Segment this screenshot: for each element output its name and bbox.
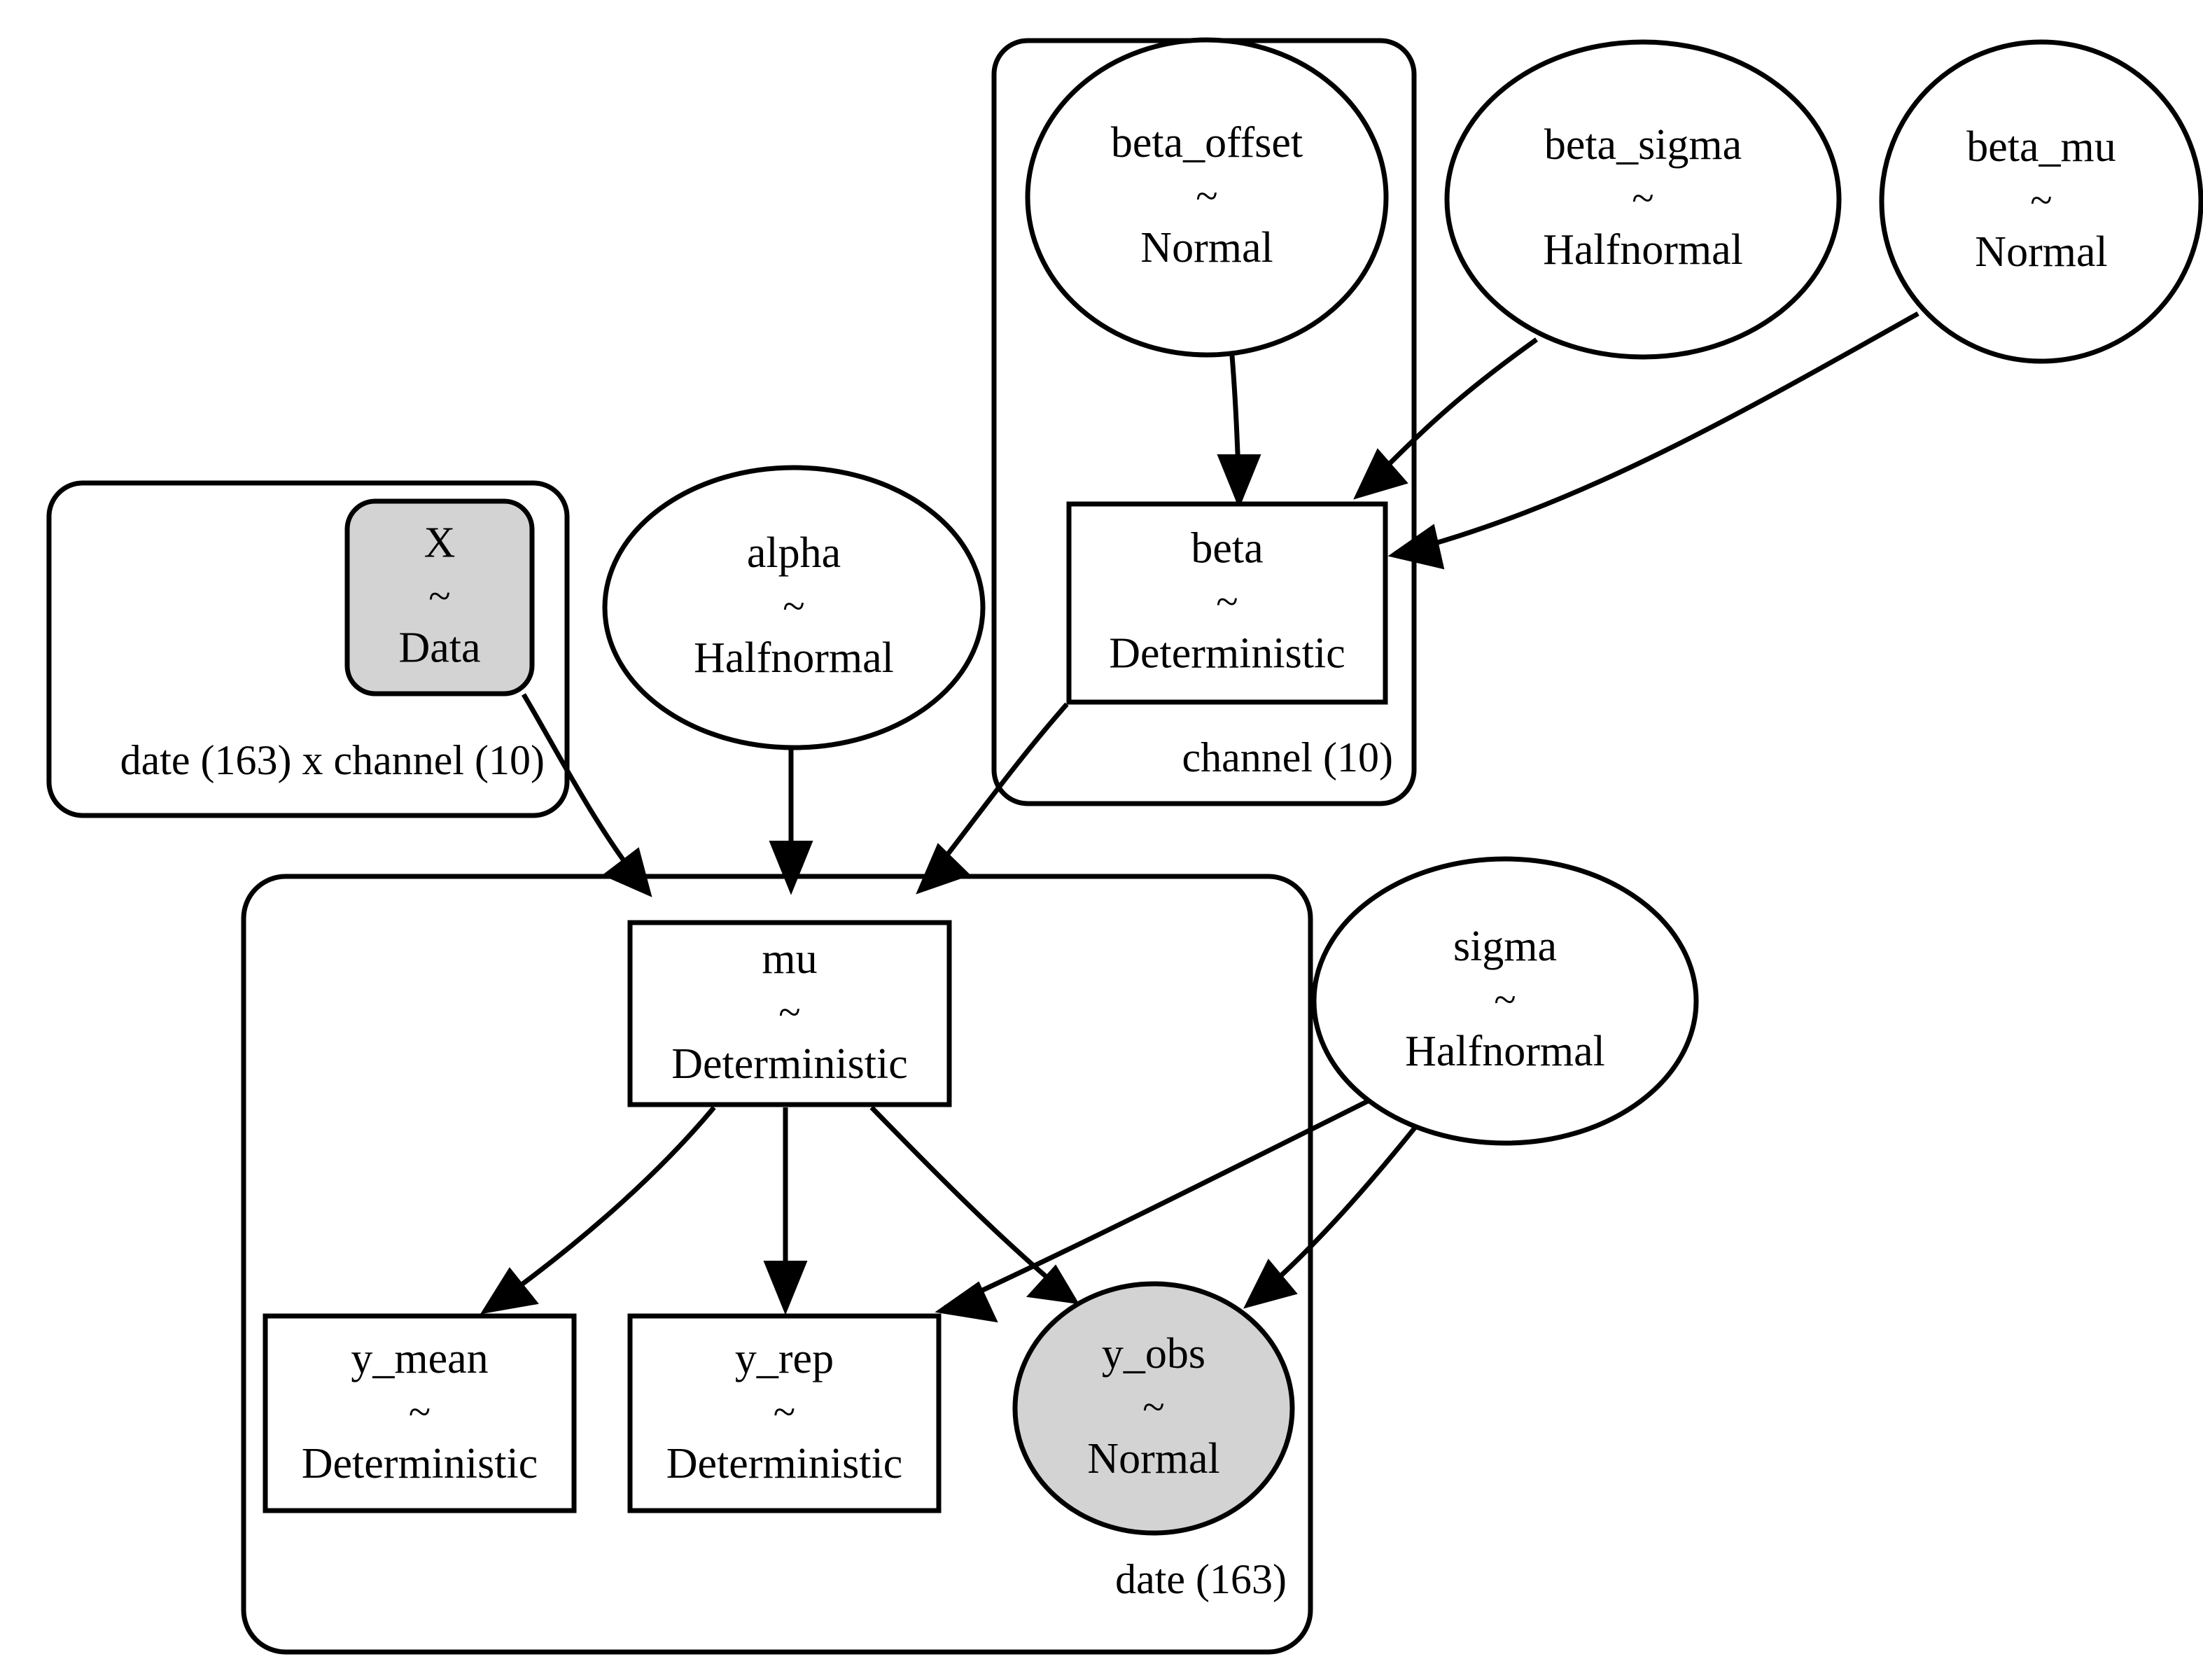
plate-plate-date: date (163) <box>241 874 1313 1655</box>
sigma-distribution: Halfnormal <box>1405 1028 1605 1075</box>
node-y_obs[interactable]: y_obs ~ Normal <box>1012 1281 1295 1536</box>
beta_sigma-name: beta_sigma <box>1544 121 1742 169</box>
beta-tilde: ~ <box>1216 579 1238 624</box>
arrowhead-beta_mu-beta <box>1387 524 1445 570</box>
beta_mu-shape[interactable] <box>1879 39 2203 364</box>
y_obs-shape[interactable] <box>1012 1281 1295 1536</box>
y_obs-name: y_obs <box>1102 1330 1205 1378</box>
beta-shape[interactable] <box>1066 501 1388 705</box>
node-alpha[interactable]: alpha ~ Halfnormal <box>602 465 986 750</box>
arrowhead-beta_offset-beta <box>1217 454 1261 509</box>
mu-shape[interactable] <box>627 920 952 1107</box>
alpha-shape[interactable] <box>602 465 986 750</box>
arrowhead-sigma-y_obs <box>1243 1259 1298 1309</box>
edge-mu-to-y_obs <box>869 1105 1079 1305</box>
beta_mu-distribution: Normal <box>1975 228 2107 276</box>
sigma-tilde: ~ <box>1494 976 1516 1022</box>
beta_offset-shape[interactable] <box>1025 37 1389 358</box>
y_obs-distribution: Normal <box>1087 1435 1219 1483</box>
node-mu[interactable]: mu ~ Deterministic <box>627 920 952 1107</box>
beta_offset-name: beta_offset <box>1111 119 1303 167</box>
nodes-layer: beta_offset~Normalbeta_sigma~Halfnormalb… <box>263 37 2203 1536</box>
node-y_mean[interactable]: y_mean ~ Deterministic <box>263 1313 577 1513</box>
y_rep-tilde: ~ <box>774 1389 795 1434</box>
arrowhead-X-mu <box>602 847 652 897</box>
X-tilde: ~ <box>428 573 450 619</box>
edge-line-beta_mu-beta <box>1399 311 1919 556</box>
y_mean-shape[interactable] <box>263 1313 577 1513</box>
alpha-tilde: ~ <box>783 583 804 629</box>
mu-tilde: ~ <box>778 989 800 1035</box>
beta_sigma-distribution: Halfnormal <box>1543 226 1743 274</box>
y_mean-distribution: Deterministic <box>302 1440 538 1488</box>
arrowhead-mu-y_rep <box>763 1261 808 1315</box>
edge-line-sigma-y_rep <box>944 1096 1373 1310</box>
beta-distribution: Deterministic <box>1109 630 1345 678</box>
plate-plate-channel: channel (10) <box>991 38 1417 806</box>
plate-date-channel-label: date (163) x channel (10) <box>120 737 545 783</box>
edges-layer <box>480 311 1919 1323</box>
arrowhead-mu-y_obs <box>1026 1264 1079 1305</box>
node-beta_offset[interactable]: beta_offset ~ Normal <box>1025 37 1389 358</box>
beta-name: beta <box>1191 525 1263 573</box>
arrowhead-mu-y_mean <box>480 1267 539 1315</box>
y_rep-distribution: Deterministic <box>666 1440 902 1488</box>
edge-mu-to-y_mean <box>480 1105 716 1315</box>
node-beta_mu[interactable]: beta_mu ~ Normal <box>1879 39 2203 364</box>
edge-sigma-to-y_rep <box>935 1096 1373 1323</box>
beta_offset-distribution: Normal <box>1140 224 1273 272</box>
y_mean-tilde: ~ <box>409 1389 431 1434</box>
beta_mu-name: beta_mu <box>1966 123 2116 171</box>
plate-date-channel-border <box>46 480 570 818</box>
plate-plate-date-channel: date (163) x channel (10) <box>46 480 570 818</box>
edge-sigma-to-y_obs <box>1243 1118 1423 1309</box>
arrowhead-beta_sigma-beta <box>1353 448 1408 500</box>
beta_mu-tilde: ~ <box>2030 177 2052 223</box>
node-beta[interactable]: beta ~ Deterministic <box>1066 501 1388 705</box>
mu-distribution: Deterministic <box>671 1040 907 1088</box>
alpha-name: alpha <box>747 529 841 577</box>
beta_sigma-shape[interactable] <box>1444 39 1842 360</box>
node-X[interactable]: X ~ Data <box>344 498 535 696</box>
X-name: X <box>424 519 456 567</box>
y_rep-shape[interactable] <box>627 1313 942 1513</box>
arrowhead-alpha-mu <box>769 841 813 895</box>
plates-layer: date (163) x channel (10) channel (10) dat… <box>46 38 1417 1655</box>
edge-alpha-to-mu <box>769 748 813 895</box>
y_rep-name: y_rep <box>735 1335 834 1382</box>
node-beta_sigma[interactable]: beta_sigma ~ Halfnormal <box>1444 39 1842 360</box>
edge-beta_offset-to-beta <box>1217 355 1261 509</box>
sigma-shape[interactable] <box>1311 856 1699 1146</box>
plate-date-label: date (163) <box>1115 1556 1287 1602</box>
y_obs-tilde: ~ <box>1142 1384 1164 1429</box>
edge-beta_mu-to-beta <box>1387 311 1919 570</box>
beta_sigma-tilde: ~ <box>1632 175 1653 220</box>
arrowhead-beta-mu <box>916 843 971 895</box>
edge-X-to-mu <box>521 693 652 897</box>
plate-date-border <box>241 874 1313 1655</box>
alpha-distribution: Halfnormal <box>694 634 894 682</box>
beta_offset-tilde: ~ <box>1196 173 1217 218</box>
y_mean-name: y_mean <box>351 1335 488 1382</box>
arrowhead-sigma-y_rep <box>935 1281 998 1323</box>
X-shape[interactable] <box>344 498 535 696</box>
sigma-name: sigma <box>1453 923 1557 970</box>
X-distribution: Data <box>398 624 480 672</box>
edge-beta-to-mu <box>916 702 1069 895</box>
node-sigma[interactable]: sigma ~ Halfnormal <box>1311 856 1699 1146</box>
plate-channel-label: channel (10) <box>1182 734 1393 780</box>
edge-mu-to-y_rep <box>763 1107 808 1315</box>
node-y_rep[interactable]: y_rep ~ Deterministic <box>627 1313 942 1513</box>
edge-line-mu-y_obs <box>869 1105 1072 1298</box>
mu-name: mu <box>762 935 817 983</box>
edge-beta_sigma-to-beta <box>1353 337 1539 500</box>
